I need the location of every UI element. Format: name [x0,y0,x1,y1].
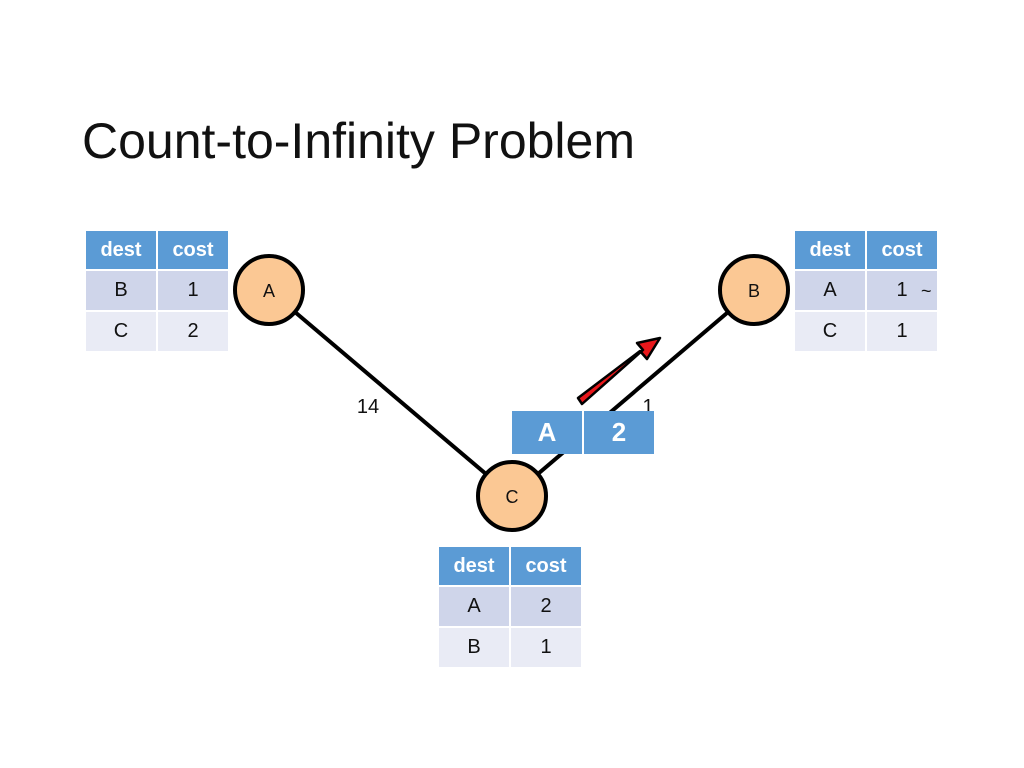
edge-b-c [510,288,756,498]
table-cell-cost: 1 [866,310,937,351]
table-header-cost: cost [510,547,581,586]
table-cell-cost: 1 [510,626,581,667]
node-a-label: A [263,281,275,301]
routing-table-b: dest cost A 1 C 1 [795,231,937,351]
table-cell-dest: B [86,269,158,311]
routing-table-c: dest cost A 2 B 1 [439,547,581,667]
edge-a-c [267,288,514,498]
table-header-dest: dest [439,547,511,586]
node-a: A [233,254,305,326]
table-cell-dest: C [86,310,158,351]
table-cell-cost: 1 [157,269,228,311]
node-b-label: B [748,281,760,301]
table-cell-cost-struck: 1 [866,269,937,311]
table-cell-cost: 2 [157,310,228,351]
table-cell-dest: A [795,269,867,311]
red-arrow-icon [576,336,662,406]
table-row: B 1 [439,626,581,667]
table-cell-dest: C [795,310,867,351]
table-cell-dest: A [439,585,511,627]
table-cell-dest: B [439,626,511,667]
edge-a-c-cost-label: 14 [357,396,379,418]
table-row: A 1 [795,269,937,311]
table-row: C 2 [86,310,228,351]
routing-table-a: dest cost B 1 C 2 [86,231,228,351]
table-row: B 1 [86,269,228,311]
table-header-cost: cost [866,231,937,270]
table-header-cost: cost [157,231,228,270]
table-header-dest: dest [795,231,867,270]
message-cost: 2 [583,411,654,454]
message-dest: A [512,411,584,454]
page-title: Count-to-Infinity Problem [82,113,636,169]
table-cell-cost: 2 [510,585,581,627]
infinity-tilde: ~ [921,281,932,301]
node-b: B [718,254,790,326]
node-c-label: C [506,487,519,507]
node-c: C [476,460,548,532]
table-row: A 2 [439,585,581,627]
table-header-dest: dest [86,231,158,270]
update-message: A 2 [512,411,654,454]
table-row: C 1 [795,310,937,351]
edge-b-c-cost-label: 1 [642,396,653,418]
